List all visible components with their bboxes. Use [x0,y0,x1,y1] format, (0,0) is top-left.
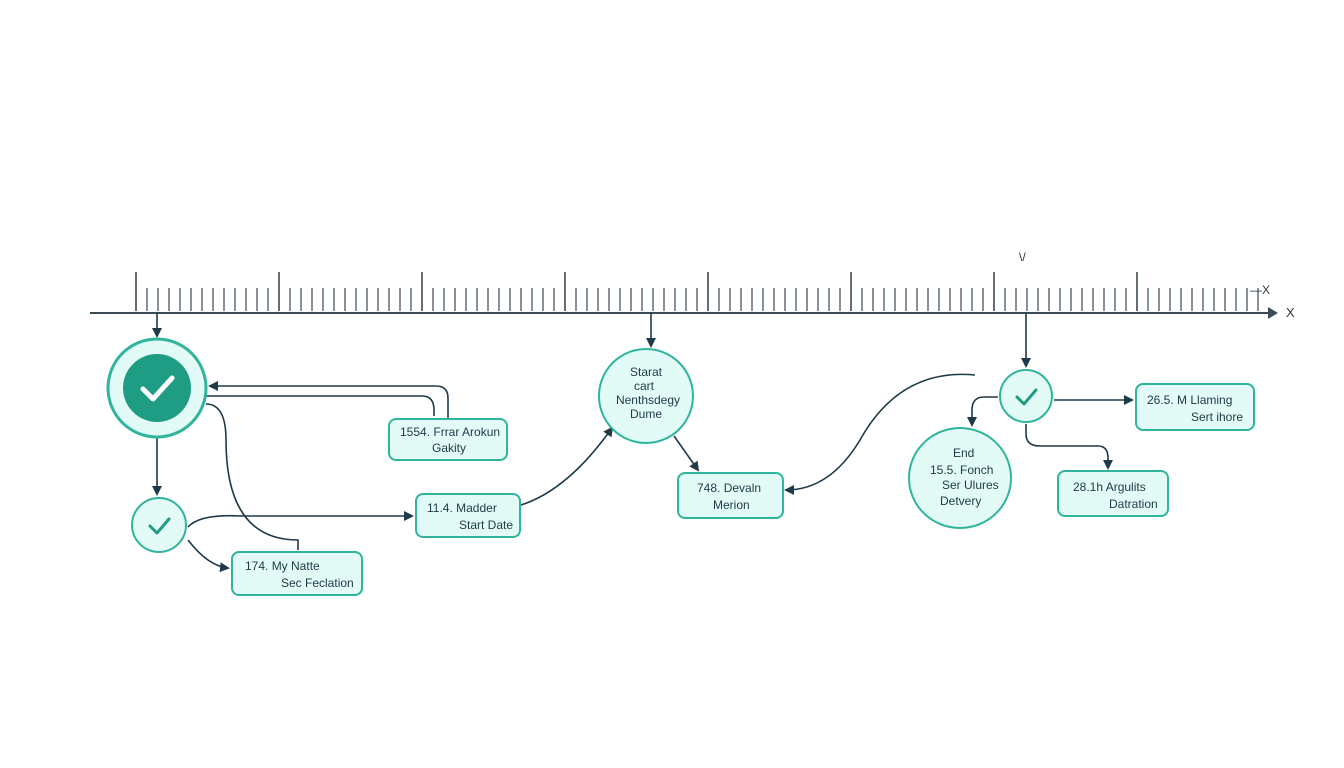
node-line: 11.4. Madder [427,501,497,515]
connector-start-to-174 [205,403,299,550]
check-icon [1015,388,1038,406]
node-line: 1554. Frrar Arokun [400,425,501,439]
node-line: Dume [629,407,662,421]
node-line: cart [633,379,654,393]
connector-circle-to-748 [673,435,700,472]
node-line: Starat [629,365,662,379]
connector-check-to-174 [187,539,230,573]
x-axis-label: X [1286,305,1295,320]
node-line: 28.1h Argulits [1073,480,1146,494]
connector-1554-to-start [208,381,449,418]
node-line: Start Date [459,518,514,532]
check-icon [123,354,191,422]
axis-end-marker: —X [1250,283,1271,297]
connector-114-to-circle [520,426,614,506]
start-node [106,337,208,439]
axis-top-marker: \/ [1019,250,1026,264]
connector-check-to-281 [1025,424,1113,470]
node-line: Nenthsdegy [615,393,681,407]
check-node-left [131,497,187,553]
node-line: Gakity [432,441,467,455]
node-line: Merion [713,498,750,512]
connector-start-to-1554 [206,395,435,416]
node-line: Ser Ulures [942,478,999,492]
node-box-114[interactable]: 11.4. Madder Start Date [415,493,521,538]
connector-to-748 [784,373,976,495]
node-box-264[interactable]: 26.5. M Llaming Sert ihore [1135,383,1255,431]
node-line: Sec Feclation [281,576,354,590]
node-line: Detvery [940,494,982,508]
node-line: Sert ihore [1191,410,1244,424]
node-box-1554[interactable]: 1554. Frrar Arokun Gakity [388,418,508,461]
node-line: End [953,446,975,460]
axis-ticks [135,272,1259,311]
connectors [152,313,1134,573]
node-box-748[interactable]: 748. Devaln Merion [677,472,784,519]
node-circle-end[interactable]: End 15.5. Fonch Ser Ulures Detvery [908,427,1012,529]
connector-check-to-114 [187,511,414,528]
node-line: 15.5. Fonch [930,463,994,477]
node-box-174[interactable]: 174. My Natte Sec Feclation [231,551,363,596]
node-line: 748. Devaln [697,481,762,495]
node-box-281[interactable]: 28.1h Argulits Datration [1057,470,1169,517]
check-node-right [999,369,1053,423]
node-line: 174. My Natte [245,559,320,573]
check-icon [148,517,171,535]
node-line: 26.5. M Llaming [1147,393,1233,407]
connector-check-to-end [967,396,998,427]
node-circle-start[interactable]: Starat cart Nenthsdegy Dume [598,348,694,444]
node-line: Datration [1109,497,1158,511]
x-axis-arrowhead [1268,307,1278,319]
